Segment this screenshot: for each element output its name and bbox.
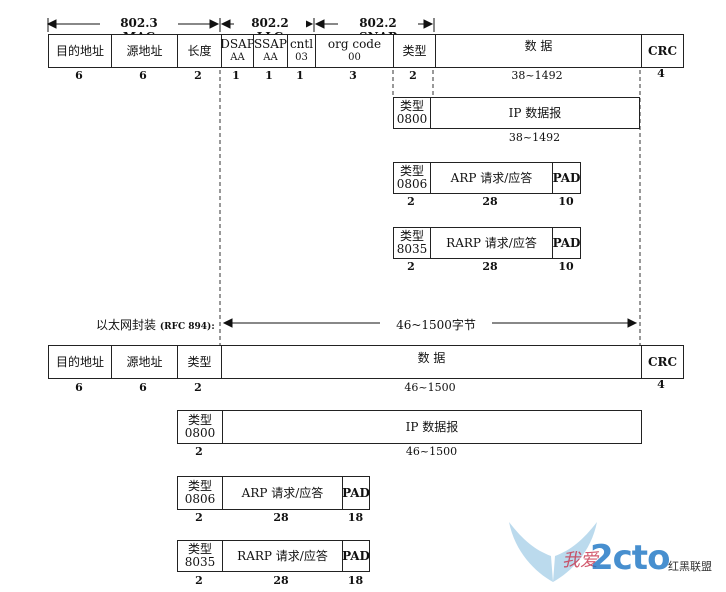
eth-rarp-type: 类型 8035 <box>178 541 222 571</box>
ieee-ip-frame: 类型 0800 IP 数据报 <box>393 97 640 129</box>
ieee-rarp-body: RARP 请求/应答 <box>430 228 552 258</box>
type-code: 8035 <box>396 242 428 256</box>
cntl-label: cntl <box>289 37 314 51</box>
type-label: 类型 <box>399 164 424 178</box>
ieee-org-code: org code 00 <box>315 35 393 67</box>
ethernet-caption: 以太网封装 (RFC 894): <box>96 316 215 333</box>
ieee-arp-type: 类型 0806 <box>394 163 430 193</box>
type-code: 8035 <box>184 555 216 569</box>
type-code: 0806 <box>396 177 428 191</box>
eth-data: 数 据 <box>221 346 641 378</box>
ieee-rarp-type: 类型 8035 <box>394 228 430 258</box>
ieee-src-size: 6 <box>139 69 147 82</box>
eth-data-size: 46~1500 <box>404 381 456 394</box>
eth-arp-pad: PAD <box>342 477 370 509</box>
ieee-crc-size: 4 <box>657 67 665 80</box>
ieee-arp-body-size: 28 <box>482 195 498 208</box>
ieee-type: 类型 <box>393 35 435 67</box>
dsap-value: AA <box>230 52 245 63</box>
ieee-ip-size: 38~1492 <box>508 131 561 144</box>
ieee-dsap-size: 1 <box>232 69 240 82</box>
eth-dst-size: 6 <box>75 381 83 394</box>
ethernet-span-label: 46~1500字节 <box>396 318 476 332</box>
watermark-text2: 红黑联盟 <box>668 560 712 573</box>
type-label: 类型 <box>187 413 212 427</box>
ieee-ssap-size: 1 <box>265 69 273 82</box>
ieee-ip-type: 类型 0800 <box>394 98 430 128</box>
org-code-value: 00 <box>348 52 361 63</box>
ieee-crc: CRC <box>641 35 683 67</box>
eth-crc-size: 4 <box>657 378 665 391</box>
type-label: 类型 <box>187 542 212 556</box>
ieee-rarp-type-size: 2 <box>407 260 415 273</box>
ethernet-caption-main: 以太网封装 <box>96 318 157 332</box>
eth-rarp-body: RARP 请求/应答 <box>222 541 342 571</box>
eth-rarp-body-size: 28 <box>273 574 289 587</box>
type-code: 0800 <box>396 112 428 126</box>
ieee-data: 数 据 <box>435 35 641 67</box>
ieee-cntl-size: 1 <box>296 69 304 82</box>
eth-rarp-type-size: 2 <box>195 574 203 587</box>
ieee-rarp-pad: PAD <box>552 228 580 258</box>
eth-src-addr: 源地址 <box>111 346 177 378</box>
ieee-arp-type-size: 2 <box>407 195 415 208</box>
ieee-cntl: cntl 03 <box>287 35 315 67</box>
eth-arp-type-size: 2 <box>195 511 203 524</box>
ethernet-frame: 目的地址 源地址 类型 数 据 CRC <box>48 345 684 379</box>
type-label: 类型 <box>399 99 424 113</box>
eth-arp-pad-size: 18 <box>347 511 364 524</box>
org-code-label: org code <box>327 37 382 51</box>
ieee-type-size: 2 <box>409 69 417 82</box>
eth-dst-addr: 目的地址 <box>55 354 104 369</box>
eth-rarp-pad-size: 18 <box>347 574 364 587</box>
watermark-logo: 2cto <box>590 538 670 578</box>
watermark-text1: 我爱 <box>562 550 598 571</box>
ieee-rarp-frame: 类型 8035 RARP 请求/应答 PAD <box>393 227 581 259</box>
eth-type: 类型 <box>177 346 221 378</box>
type-code: 0800 <box>184 426 216 440</box>
ssap-label: SSAP <box>254 37 287 51</box>
ieee-dst-size: 6 <box>75 69 83 82</box>
eth-arp-type: 类型 0806 <box>178 477 222 509</box>
eth-ip-body: IP 数据报 <box>222 411 641 443</box>
ieee-ssap: SSAP AA <box>253 35 287 67</box>
eth-src-size: 6 <box>139 381 147 394</box>
ieee-arp-body: ARP 请求/应答 <box>430 163 552 193</box>
type-label: 类型 <box>187 479 212 493</box>
ieee-org-size: 3 <box>349 69 357 82</box>
eth-arp-body-size: 28 <box>273 511 289 524</box>
eth-ip-body-size: 46~1500 <box>405 445 458 458</box>
type-code: 0806 <box>184 492 216 506</box>
eth-arp-frame: 类型 0806 ARP 请求/应答 PAD <box>177 476 370 510</box>
eth-rarp-frame: 类型 8035 RARP 请求/应答 PAD <box>177 540 370 572</box>
ssap-value: AA <box>263 52 278 63</box>
ieee-rarp-body-size: 28 <box>482 260 498 273</box>
ieee-arp-pad: PAD <box>552 163 580 193</box>
ieee-frame: 目的地址 源地址 长度 DSAP AA SSAP AA cntl 03 org … <box>48 34 684 68</box>
eth-arp-body: ARP 请求/应答 <box>222 477 342 509</box>
eth-type-size: 2 <box>194 381 202 394</box>
ieee-length: 长度 <box>177 35 221 67</box>
eth-crc: CRC <box>641 346 683 378</box>
eth-ip-type-size: 2 <box>195 445 203 458</box>
ieee-arp-frame: 类型 0806 ARP 请求/应答 PAD <box>393 162 581 194</box>
dsap-label: DSAP <box>220 37 255 51</box>
ieee-src-addr: 源地址 <box>111 35 177 67</box>
ieee-data-size: 38~1492 <box>511 69 563 82</box>
ieee-arp-pad-size: 10 <box>558 195 574 208</box>
wings-icon <box>509 522 597 582</box>
eth-ip-type: 类型 0800 <box>178 411 222 443</box>
ieee-dst-addr: 目的地址 <box>55 43 104 58</box>
ieee-dsap: DSAP AA <box>220 35 255 67</box>
ieee-rarp-pad-size: 10 <box>558 260 574 273</box>
type-label: 类型 <box>399 229 424 243</box>
eth-ip-frame: 类型 0800 IP 数据报 <box>177 410 642 444</box>
ethernet-caption-rfc: (RFC 894): <box>159 322 215 332</box>
eth-rarp-pad: PAD <box>342 541 370 571</box>
ieee-length-size: 2 <box>194 69 202 82</box>
cntl-value: 03 <box>295 52 308 63</box>
ieee-ip-body: IP 数据报 <box>430 98 639 128</box>
